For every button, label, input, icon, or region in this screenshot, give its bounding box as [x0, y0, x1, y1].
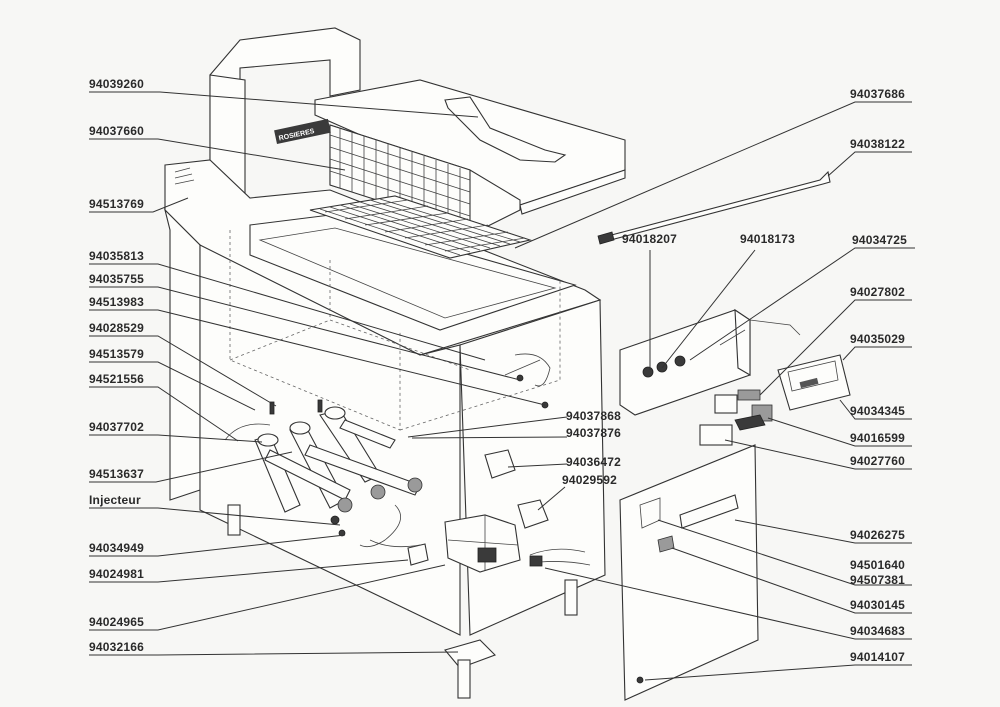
part-label: 94513769 [89, 197, 144, 211]
part-label: 94027802 [850, 285, 905, 299]
control-panel [619, 308, 801, 446]
part-label: 94035029 [850, 332, 905, 346]
part-label: 94035813 [89, 249, 144, 263]
gas-valve [330, 449, 591, 573]
part-label: 94037702 [89, 420, 144, 434]
part-label: 94034725 [852, 233, 907, 247]
part-label: 94037686 [850, 87, 905, 101]
part-label: 94024981 [89, 567, 144, 581]
nameplate [777, 354, 851, 411]
part-label: 94513637 [89, 467, 144, 481]
part-label: 94521556 [89, 372, 144, 386]
part-label: Injecteur [89, 493, 141, 507]
gas-burner-assembly [224, 353, 551, 548]
part-label: 94014107 [850, 650, 905, 664]
part-label: 94026275 [850, 528, 905, 542]
part-label: 94034345 [850, 404, 905, 418]
part-label: 94037660 [89, 124, 144, 138]
part-label: 94024965 [89, 615, 144, 629]
part-label: 94036472 [566, 455, 621, 469]
probe-94038122 [597, 170, 831, 245]
fryer-lid [314, 79, 626, 215]
front-door [619, 444, 759, 701]
part-label: 94035755 [89, 272, 144, 286]
part-label: 94513579 [89, 347, 144, 361]
part-label: 94030145 [850, 598, 905, 612]
part-label: 94027760 [850, 454, 905, 468]
part-label: 94028529 [89, 321, 144, 335]
part-label: 94037876 [566, 426, 621, 440]
fry-basket: ROSIERES [274, 118, 521, 231]
part-label: 94039260 [89, 77, 144, 91]
part-label: 94018173 [740, 232, 795, 246]
part-label: 94038122 [850, 137, 905, 151]
part-label: 94034949 [89, 541, 144, 555]
part-label: 94032166 [89, 640, 144, 654]
grid-rack [309, 195, 533, 259]
part-label: 94018207 [622, 232, 677, 246]
part-label: 94034683 [850, 624, 905, 638]
part-label: 94029592 [562, 473, 617, 487]
part-label: 94016599 [850, 431, 905, 445]
part-label: 94037868 [566, 409, 621, 423]
part-label: 94507381 [850, 573, 905, 587]
part-label: 94513983 [89, 295, 144, 309]
part-label: 94501640 [850, 558, 905, 572]
leader-lines [89, 91, 915, 681]
legs [227, 504, 578, 699]
